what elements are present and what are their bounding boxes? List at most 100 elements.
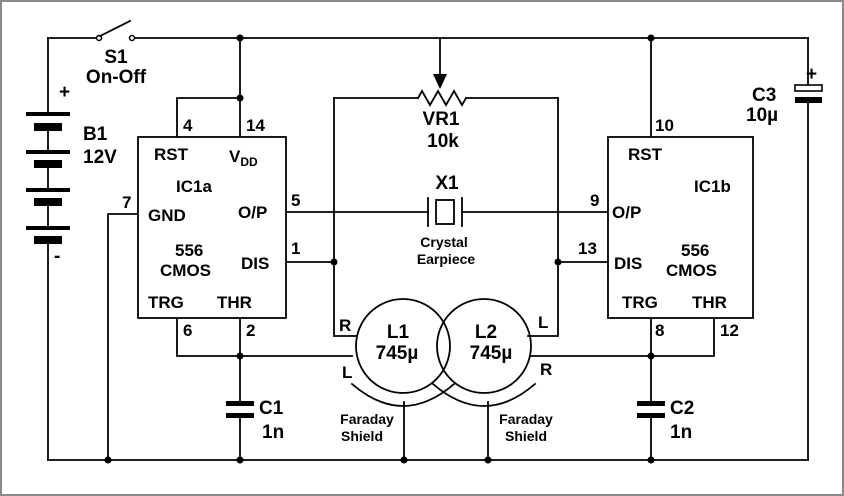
ic1a-pin-rst: 4 [183,116,193,135]
junction-dot [554,258,562,266]
capacitor-plate [226,401,254,406]
l1-end-r: R [339,316,351,335]
shield-left-line2: Shield [341,428,383,444]
junction-dot [330,258,338,266]
ic1a-name: IC1a [176,177,212,196]
wires [47,37,809,461]
ic1a-pin-thr: 2 [246,321,255,340]
ic1b-pin-trg: 8 [655,321,664,340]
ic1a-gnd-label: GND [148,206,186,225]
battery-plus: + [59,82,70,103]
junction-dot [647,34,655,42]
battery-cell [26,150,70,154]
c3-plus: + [806,64,817,85]
capacitor-plate [637,413,665,418]
ic1b-pin-op: 9 [590,191,599,210]
coils: L1 745µ L2 745µ R L L R Faraday Shield F… [339,298,553,444]
shield-left-line1: Faraday [340,411,394,427]
junction-dot [236,456,244,464]
c3-ref: C3 [752,85,776,106]
junction-dot [647,456,655,464]
coil-l2 [436,298,532,394]
battery-ref: B1 [83,124,108,145]
junction-dot [104,456,112,464]
ic1a-pin-gnd: 7 [122,193,131,212]
resistor-zigzag [416,89,468,107]
l2-value: 745µ [470,343,513,364]
battery-cell [34,160,62,168]
ic1b-pin-rst: 10 [655,116,674,135]
ic1a-type-number: 556 [175,241,203,260]
switch-contact [128,34,136,42]
ic1a-pin-vdd: 14 [246,116,265,135]
battery-cell [34,198,62,206]
junction-dot [647,352,655,360]
ic1b-pin-dis: 13 [578,239,597,258]
capacitor-plate [226,413,254,418]
l1-ref: L1 [387,322,410,343]
ic1a-pin-op: 5 [291,191,300,210]
ic1b-rst-label: RST [628,145,663,164]
ic1b-body [607,136,754,319]
ic1a-trg-label: TRG [148,293,184,312]
capacitor-c1: C1 1n [226,398,284,443]
ic1a-pin-dis: 1 [291,239,300,258]
switch-desc: On-Off [86,67,147,88]
ic1b-pin-thr: 12 [720,321,739,340]
c2-value: 1n [670,422,692,443]
ic1b-type-tech: CMOS [666,261,717,280]
c1-value: 1n [262,422,284,443]
ic1b-dis-label: DIS [614,254,642,273]
ic1a-rst-label: RST [154,145,189,164]
ic1a-vdd-label: VDD [229,147,258,169]
capacitor-plate-positive [794,84,823,92]
junction-dot [236,34,244,42]
ic1b-type-number: 556 [681,241,709,260]
wiper-arrow-icon [433,74,447,89]
battery-value: 12V [83,147,117,168]
shield-right-line1: Faraday [499,411,553,427]
junction-dot [400,456,408,464]
crystal-earpiece-x1: X1 Crystal Earpiece [417,173,476,267]
battery-cell [34,236,62,244]
ic1a-type-tech: CMOS [160,261,211,280]
crystal-body [435,199,455,225]
capacitor-c3: + C3 10µ [746,64,823,126]
battery-cell [26,112,70,116]
ic1b-name: IC1b [694,177,731,196]
x1-ref: X1 [435,173,459,194]
ic1a-dis-label: DIS [241,254,269,273]
ic1b: RST IC1b O/P 556 CMOS DIS TRG THR 10 9 1… [578,116,754,340]
ic1b-thr-label: THR [692,293,727,312]
l2-end-l: L [538,313,548,332]
ic1a-body [137,136,287,319]
ic1a-pin-trg: 6 [183,321,192,340]
potentiometer-vr1: VR1 10k [416,74,468,152]
battery-cell [26,226,70,230]
capacitor-plate [795,97,822,103]
shield-right-line2: Shield [505,428,547,444]
faraday-shield-arc [350,382,456,407]
switch-ref: S1 [104,47,128,68]
battery-cell [26,188,70,192]
vr1-value: 10k [427,131,459,152]
coil-l1 [355,298,451,394]
battery-b1: + - B1 12V [26,82,117,267]
l2-end-r: R [540,360,552,379]
switch-lever [98,19,132,38]
junction-dot [484,456,492,464]
x1-desc-line2: Earpiece [417,251,476,267]
ic1a-thr-label: THR [217,293,252,312]
battery-minus: - [54,246,60,267]
battery-cell [34,123,62,131]
l1-end-l: L [342,363,352,382]
c1-ref: C1 [259,398,284,419]
l2-ref: L2 [475,322,497,343]
ic1b-op-label: O/P [612,203,641,222]
capacitor-plate [637,401,665,406]
capacitor-c2: C2 1n [637,398,694,443]
ic1a-op-label: O/P [238,203,267,222]
vr1-ref: VR1 [423,109,460,130]
